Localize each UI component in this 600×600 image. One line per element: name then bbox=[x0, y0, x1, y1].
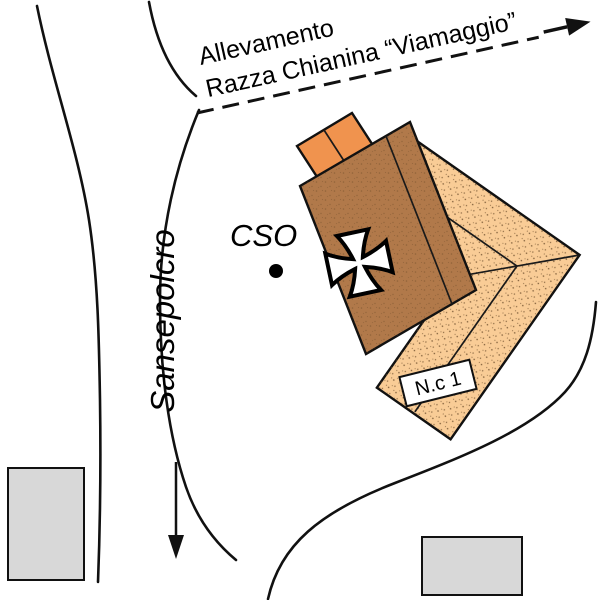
unit-label-frame bbox=[398, 358, 478, 408]
unit-label-box: N.c 1 bbox=[398, 358, 478, 408]
road-top-curve bbox=[147, 0, 198, 98]
gray-building-left bbox=[7, 467, 85, 581]
gray-building-right bbox=[421, 536, 523, 596]
site-marker: CSO bbox=[230, 218, 297, 278]
main-building-stipple-texture bbox=[300, 122, 476, 354]
maltese-cross-icon bbox=[322, 226, 396, 300]
farm-track-arrow-tail bbox=[543, 25, 568, 34]
site-label: CSO bbox=[230, 218, 297, 253]
road-southeast-curve bbox=[266, 300, 598, 600]
road-label-group: Sansepolcro bbox=[144, 229, 184, 559]
roads bbox=[35, 0, 598, 600]
farm-track: Allevamento Razza Chianina “Viamaggio” bbox=[196, 7, 591, 115]
road-east-edge bbox=[158, 108, 238, 562]
site-dot-icon bbox=[269, 264, 283, 278]
farm-track-arrow-icon bbox=[565, 18, 591, 36]
road-label: Sansepolcro bbox=[144, 229, 181, 412]
road-west-edge bbox=[35, 4, 102, 584]
wing-roof-hip-outer bbox=[516, 254, 580, 267]
main-roof-ridge bbox=[385, 135, 453, 305]
south-arrow-icon bbox=[168, 535, 184, 559]
main-building bbox=[298, 120, 478, 356]
farm-track-dashed-line bbox=[196, 35, 540, 115]
